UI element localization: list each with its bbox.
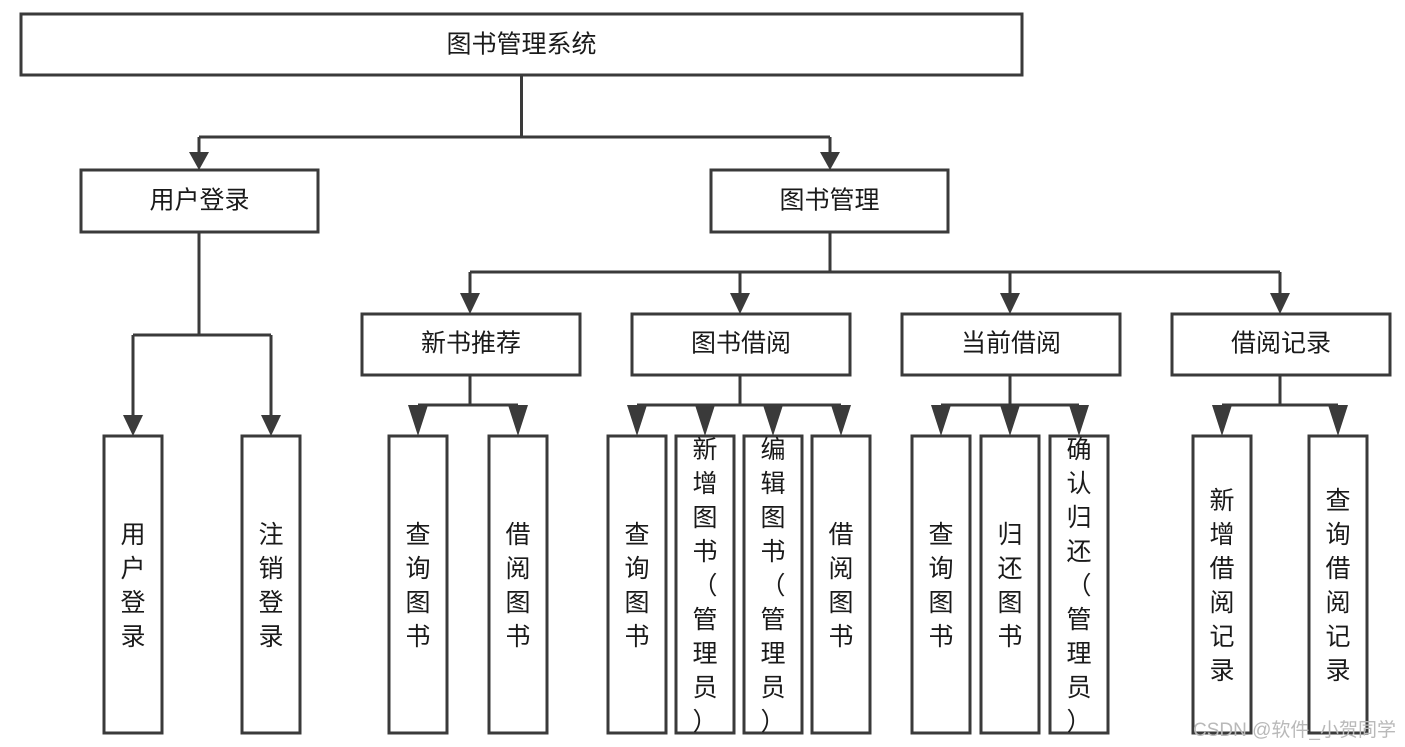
node-current-borrow-label: 当前借阅	[961, 330, 1061, 358]
node-leaf-user-login-label: 用户登录	[120, 521, 145, 651]
node-user-login-box[interactable]	[79, 168, 320, 234]
node-leaf-borrow-book-1[interactable]: 借阅图书	[487, 434, 549, 735]
arrowhead-leaf-return-book	[1000, 405, 1020, 436]
node-leaf-confirm-return-label: 确认归还（管理员）	[1066, 436, 1091, 736]
node-root[interactable]: 图书管理系统	[19, 12, 1024, 77]
arrowhead-book-manage	[820, 152, 840, 170]
node-leaf-confirm-return[interactable]: 确认归还（管理员）	[1048, 434, 1110, 736]
node-leaf-query-book-1[interactable]: 查询图书	[387, 434, 449, 735]
node-leaf-borrow-book-2[interactable]: 借阅图书	[810, 434, 872, 735]
node-root-label: 图书管理系统	[446, 31, 596, 59]
node-book-manage-label: 图书管理	[779, 187, 879, 215]
node-leaf-logout-login-label: 注销登录	[258, 521, 283, 651]
arrowhead-borrow-record	[1270, 293, 1290, 314]
arrowhead-leaf-confirm-return	[1069, 405, 1089, 436]
arrowhead-leaf-borrow-book-2	[831, 405, 851, 436]
node-leaf-query-book-3[interactable]: 查询图书	[910, 434, 972, 735]
node-leaf-return-book-label: 归还图书	[997, 521, 1022, 651]
arrowhead-leaf-query-book-2	[627, 405, 647, 436]
node-leaf-user-login-box[interactable]	[102, 434, 164, 735]
node-leaf-query-book-1-label: 查询图书	[405, 521, 430, 651]
node-leaf-add-record-label: 新增借阅记录	[1209, 487, 1234, 685]
node-leaf-edit-book-label: 编辑图书（管理员）	[760, 436, 785, 736]
edges-layer	[123, 75, 1348, 436]
node-leaf-logout-login-box[interactable]	[240, 434, 302, 735]
node-new-book-rec-label: 新书推荐	[421, 330, 521, 358]
csdn-watermark: CSDN @软件_小贺同学	[1193, 719, 1396, 741]
arrowhead-leaf-logout-login	[261, 415, 281, 436]
node-leaf-return-book-box[interactable]	[979, 434, 1041, 735]
node-leaf-confirm-return-box[interactable]	[1048, 434, 1110, 735]
arrowhead-new-book-rec	[460, 293, 480, 314]
node-leaf-query-book-3-box[interactable]	[910, 434, 972, 735]
node-borrow-record-label: 借阅记录	[1231, 330, 1331, 358]
node-book-manage-box[interactable]	[709, 168, 950, 234]
node-new-book-rec-box[interactable]	[360, 312, 582, 377]
arrowhead-current-borrow	[1000, 293, 1020, 314]
node-leaf-add-book[interactable]: 新增图书（管理员）	[674, 434, 736, 736]
node-leaf-edit-book[interactable]: 编辑图书（管理员）	[742, 434, 804, 736]
arrowhead-leaf-query-record	[1328, 405, 1348, 436]
node-leaf-query-record[interactable]: 查询借阅记录	[1307, 434, 1369, 735]
node-leaf-query-record-label: 查询借阅记录	[1325, 487, 1350, 685]
node-book-borrow[interactable]: 图书借阅	[630, 312, 852, 377]
node-leaf-query-book-2[interactable]: 查询图书	[606, 434, 668, 735]
arrowhead-leaf-edit-book	[763, 405, 783, 436]
node-leaf-borrow-book-1-box[interactable]	[487, 434, 549, 735]
node-borrow-record[interactable]: 借阅记录	[1170, 312, 1392, 377]
arrowhead-leaf-user-login	[123, 415, 143, 436]
arrowhead-user-login	[189, 152, 209, 170]
node-current-borrow[interactable]: 当前借阅	[900, 312, 1122, 377]
node-book-borrow-label: 图书借阅	[691, 330, 791, 358]
node-leaf-add-book-box[interactable]	[674, 434, 736, 735]
arrowhead-leaf-query-book-3	[931, 405, 951, 436]
arrowhead-leaf-borrow-book-1	[508, 405, 528, 436]
arrowhead-leaf-query-book-1	[408, 405, 428, 436]
node-leaf-borrow-book-2-box[interactable]	[810, 434, 872, 735]
node-book-manage[interactable]: 图书管理	[709, 168, 950, 234]
arrowhead-leaf-add-record	[1212, 405, 1232, 436]
arrowhead-leaf-add-book	[695, 405, 715, 436]
node-leaf-query-book-2-label: 查询图书	[624, 521, 649, 651]
node-leaf-logout-login[interactable]: 注销登录	[240, 434, 302, 735]
node-leaf-borrow-book-2-label: 借阅图书	[828, 521, 853, 651]
node-leaf-query-book-3-label: 查询图书	[928, 521, 953, 651]
node-leaf-add-record[interactable]: 新增借阅记录	[1191, 434, 1253, 735]
node-leaf-return-book[interactable]: 归还图书	[979, 434, 1041, 735]
node-current-borrow-box[interactable]	[900, 312, 1122, 377]
node-leaf-query-book-2-box[interactable]	[606, 434, 668, 735]
node-user-login-label: 用户登录	[149, 187, 249, 215]
node-user-login[interactable]: 用户登录	[79, 168, 320, 234]
node-book-borrow-box[interactable]	[630, 312, 852, 377]
node-root-box[interactable]	[19, 12, 1024, 77]
node-leaf-borrow-book-1-label: 借阅图书	[505, 521, 530, 651]
node-leaf-query-book-1-box[interactable]	[387, 434, 449, 735]
node-leaf-add-book-label: 新增图书（管理员）	[692, 436, 717, 736]
node-leaf-add-record-box[interactable]	[1191, 434, 1253, 735]
node-new-book-rec[interactable]: 新书推荐	[360, 312, 582, 377]
node-leaf-user-login[interactable]: 用户登录	[102, 434, 164, 735]
node-leaf-edit-book-box[interactable]	[742, 434, 804, 735]
arrowhead-book-borrow	[730, 293, 750, 314]
node-leaf-query-record-box[interactable]	[1307, 434, 1369, 735]
node-borrow-record-box[interactable]	[1170, 312, 1392, 377]
